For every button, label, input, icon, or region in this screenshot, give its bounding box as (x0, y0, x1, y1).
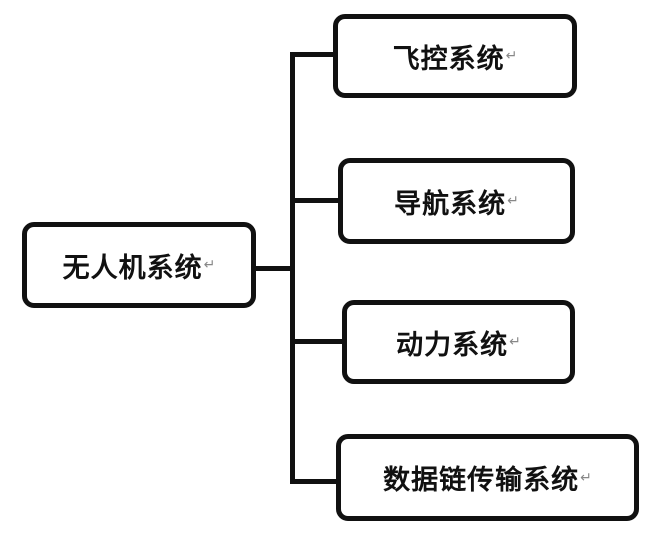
node-navigation-system: 导航系统↵ (338, 158, 575, 244)
node-datalink-system: 数据链传输系统↵ (336, 434, 639, 521)
node-label: 飞控系统 (392, 43, 505, 75)
root-connector (255, 266, 295, 271)
node-label: 数据链传输系统 (383, 465, 580, 496)
connector-2 (290, 198, 338, 203)
connector-1 (290, 52, 333, 57)
connector-4 (290, 479, 336, 484)
bracket-vertical-line (290, 52, 295, 484)
paragraph-mark-icon: ↵ (203, 257, 216, 273)
node-flight-control-system: 飞控系统↵ (333, 14, 577, 98)
paragraph-mark-icon: ↵ (580, 469, 592, 486)
paragraph-mark-icon: ↵ (507, 193, 519, 209)
paragraph-mark-icon: ↵ (509, 334, 521, 350)
node-label: 导航系统 (394, 188, 507, 220)
node-power-system: 动力系统↵ (342, 300, 575, 384)
connector-3 (290, 339, 342, 344)
node-label: 无人机系统 (62, 252, 203, 284)
node-label: 动力系统 (396, 329, 509, 361)
root-node-uav-system: 无人机系统↵ (22, 222, 256, 308)
paragraph-mark-icon: ↵ (505, 48, 518, 64)
